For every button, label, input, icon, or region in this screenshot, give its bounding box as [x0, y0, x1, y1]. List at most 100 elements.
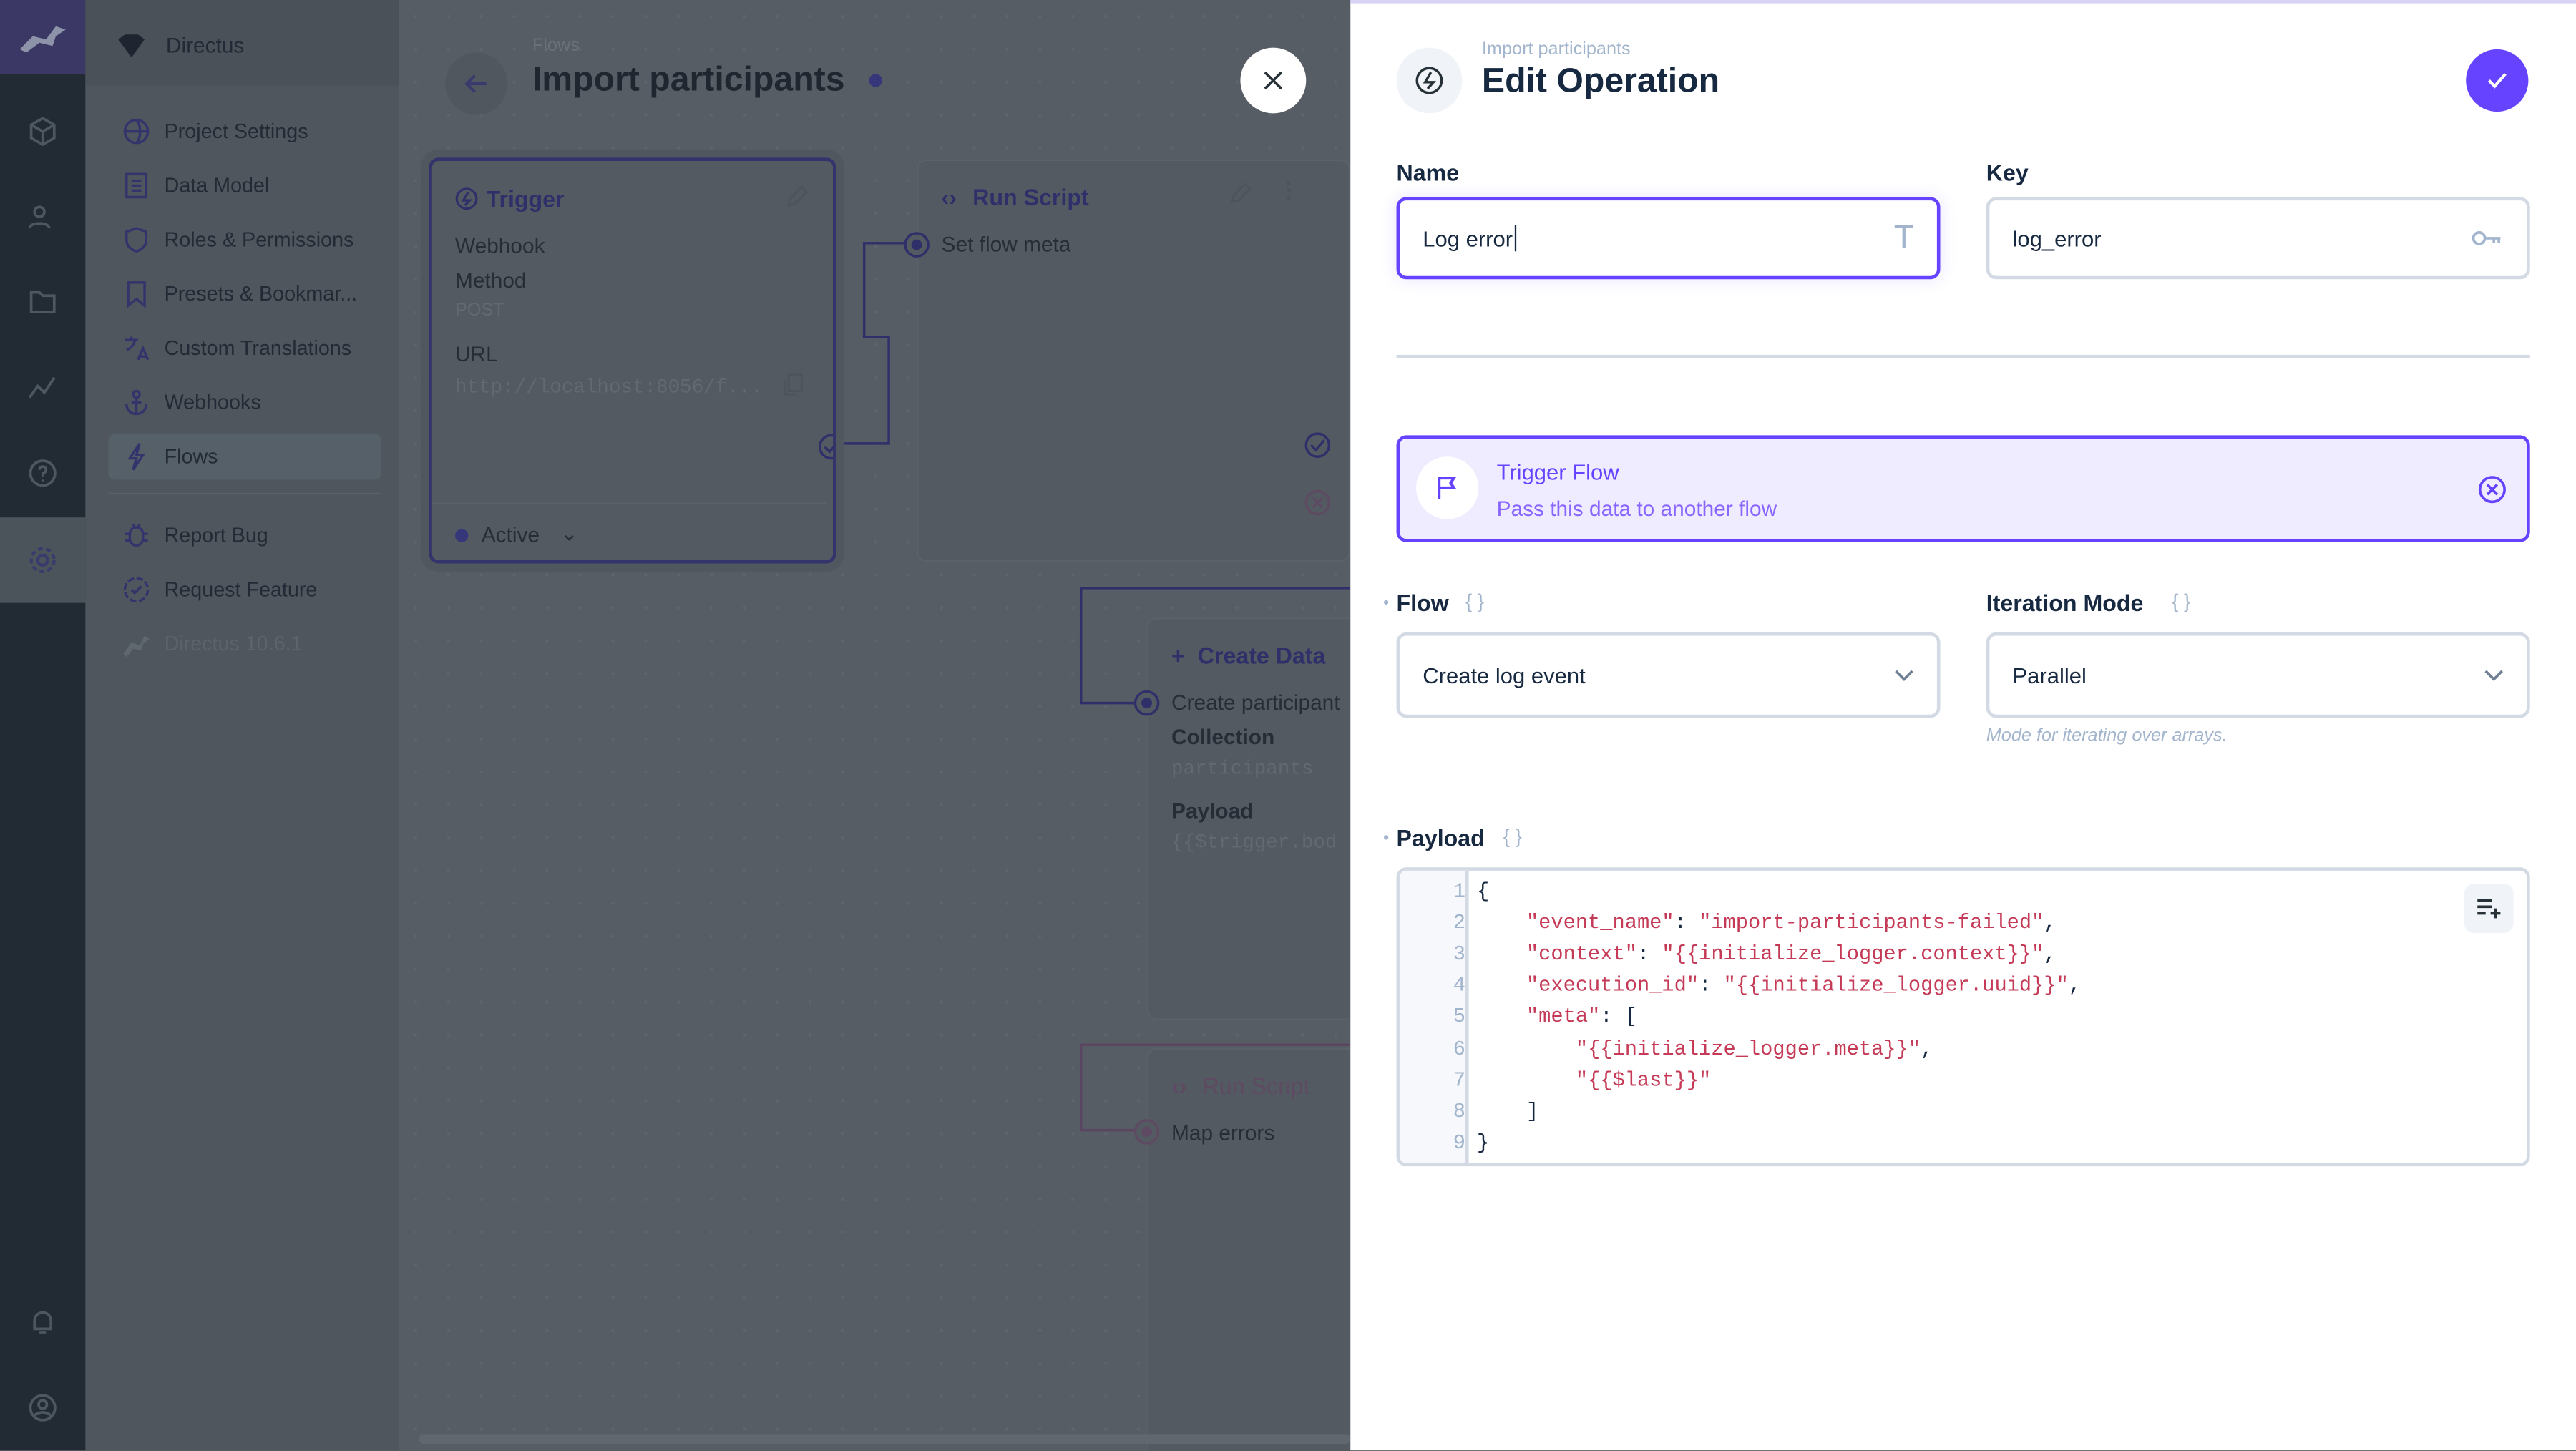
help-icon[interactable] — [0, 440, 85, 506]
nav-divider — [108, 492, 381, 495]
run-script-card-2[interactable]: ‹› Run Script Map errors — [1146, 1047, 1351, 1451]
url-label: URL — [454, 341, 498, 366]
nav-item-custom-translations[interactable]: Custom Translations — [109, 326, 381, 371]
resolve-handle-icon[interactable] — [816, 432, 836, 461]
code-line: "execution_id": "{{initialize_logger.uui… — [1526, 974, 2082, 998]
settings-module-icon[interactable] — [0, 517, 86, 603]
chevron-down-icon — [2484, 670, 2503, 681]
iteration-mode-value: Parallel — [2012, 663, 2087, 688]
flow-canvas[interactable]: Flows Import participants Trigger Webhoo… — [399, 0, 1351, 1451]
deselect-close-icon[interactable] — [2477, 475, 2507, 504]
edit-icon[interactable] — [784, 184, 810, 210]
check-icon — [2487, 72, 2507, 89]
nav-item-roles-permissions[interactable]: Roles & Permissions — [109, 217, 381, 263]
files-module-icon[interactable] — [0, 270, 85, 336]
operation-type-icon — [1396, 47, 1463, 114]
bug-icon — [125, 523, 148, 547]
breadcrumb[interactable]: Flows — [532, 36, 580, 57]
horizontal-scrollbar[interactable] — [419, 1434, 1351, 1445]
payload-label: Payload — [1396, 824, 1485, 851]
iteration-mode-hint: Mode for iterating over arrays. — [1986, 726, 2228, 746]
raw-value-icon[interactable]: { } — [1465, 590, 1485, 613]
nav-item-webhooks[interactable]: Webhooks — [109, 379, 381, 425]
nav-item-label: Custom Translations — [164, 336, 352, 360]
nav-item-request-feature[interactable]: Request Feature — [109, 567, 381, 612]
card-title: Create Data — [1197, 642, 1326, 669]
reject-handle-icon[interactable] — [1303, 488, 1332, 517]
chevron-down-icon: ⌄ — [560, 520, 578, 546]
payload-label: Payload — [1171, 798, 1254, 824]
status-dot — [454, 529, 469, 542]
create-data-card[interactable]: + Create Data Create participant Collect… — [1146, 617, 1351, 1020]
close-drawer-button[interactable] — [1240, 47, 1307, 114]
payload-value: {{$trigger.bod — [1171, 831, 1337, 854]
insights-module-icon[interactable] — [0, 355, 85, 421]
payload-code-editor[interactable]: 1{2 "event_name": "import-participants-f… — [1396, 867, 2530, 1167]
users-module-icon[interactable] — [0, 184, 85, 250]
flow-select[interactable]: Create log event — [1396, 632, 1941, 718]
directus-logo[interactable] — [0, 0, 86, 74]
name-input[interactable]: Log error T — [1396, 197, 1941, 280]
line-number: 8 — [1453, 1100, 1465, 1123]
code-line: "{{$last}}" — [1575, 1068, 1712, 1092]
code-line: { — [1477, 880, 1490, 904]
code-line: } — [1477, 1131, 1490, 1155]
text-caret — [1514, 225, 1893, 252]
trigger-card[interactable]: Trigger Webhook Method POST URL http://l… — [429, 157, 836, 564]
nav-item-label: Report Bug — [164, 524, 268, 547]
anchor-icon — [125, 389, 148, 416]
content-module-icon[interactable] — [0, 99, 85, 165]
insert-variable-button[interactable] — [2464, 884, 2514, 934]
collection-label: Collection — [1171, 724, 1275, 749]
translate-icon — [125, 336, 150, 361]
nav-item-label: Roles & Permissions — [164, 228, 354, 252]
input-handle-icon[interactable] — [902, 230, 931, 259]
line-number: 6 — [1453, 1037, 1465, 1061]
key-label: Key — [1986, 159, 2029, 186]
edit-icon[interactable] — [1227, 181, 1254, 207]
more-options-icon[interactable]: ⋮ — [1278, 177, 1300, 202]
badge-check-icon — [123, 577, 150, 603]
globe-icon — [123, 118, 150, 145]
nav-item-project-settings[interactable]: Project Settings — [109, 109, 381, 155]
name-label: Name — [1396, 159, 1460, 186]
status-dropdown[interactable]: Active — [481, 522, 540, 547]
code-line: ] — [1526, 1100, 1539, 1123]
user-avatar-icon[interactable] — [0, 1375, 85, 1441]
line-number: 1 — [1453, 880, 1465, 904]
raw-value-icon[interactable]: { } — [2172, 590, 2191, 613]
nav-item-flows[interactable]: Flows — [108, 434, 381, 480]
card-title: Run Script — [1202, 1073, 1310, 1099]
version-text: Directus 10.6.1 — [164, 632, 303, 656]
nav-item-report-bug[interactable]: Report Bug — [109, 512, 381, 558]
project-name: Directus — [165, 32, 245, 58]
run-script-card[interactable]: ‹› Run Script ⋮ Set flow meta — [917, 159, 1351, 562]
flag-icon — [1438, 477, 1457, 499]
key-input[interactable]: log_error — [1986, 197, 2530, 280]
line-number: 3 — [1453, 943, 1465, 967]
notifications-icon[interactable] — [0, 1289, 85, 1355]
arrow-left-icon — [464, 74, 487, 94]
iteration-mode-select[interactable]: Parallel — [1986, 632, 2530, 718]
page-title: Import participants — [532, 60, 845, 99]
copy-icon[interactable] — [784, 373, 804, 396]
raw-value-icon[interactable]: { } — [1503, 824, 1522, 848]
save-button[interactable] — [2466, 49, 2529, 112]
selected-operation-card[interactable]: Trigger Flow Pass this data to another f… — [1396, 435, 2530, 542]
nav-item-presets-bookmar[interactable]: Presets & Bookmar... — [109, 271, 381, 317]
method-value: POST — [454, 301, 504, 321]
resolve-handle-icon[interactable] — [1303, 431, 1332, 460]
line-number: 4 — [1453, 974, 1465, 998]
nav-item-data-model[interactable]: Data Model — [109, 162, 381, 208]
text-type-icon: T — [1893, 219, 1914, 256]
plus-icon: + — [1171, 642, 1185, 669]
input-handle-icon[interactable] — [1132, 1117, 1161, 1146]
back-button[interactable] — [445, 52, 508, 115]
nav-item-label: Request Feature — [164, 578, 318, 602]
bolt-icon — [455, 187, 478, 210]
operation-description: Pass this data to another flow — [1496, 496, 1777, 521]
nav-item-label: Flows — [164, 445, 218, 469]
collection-value: participants — [1171, 757, 1314, 781]
line-number: 9 — [1453, 1131, 1465, 1155]
input-handle-icon[interactable] — [1132, 688, 1161, 718]
